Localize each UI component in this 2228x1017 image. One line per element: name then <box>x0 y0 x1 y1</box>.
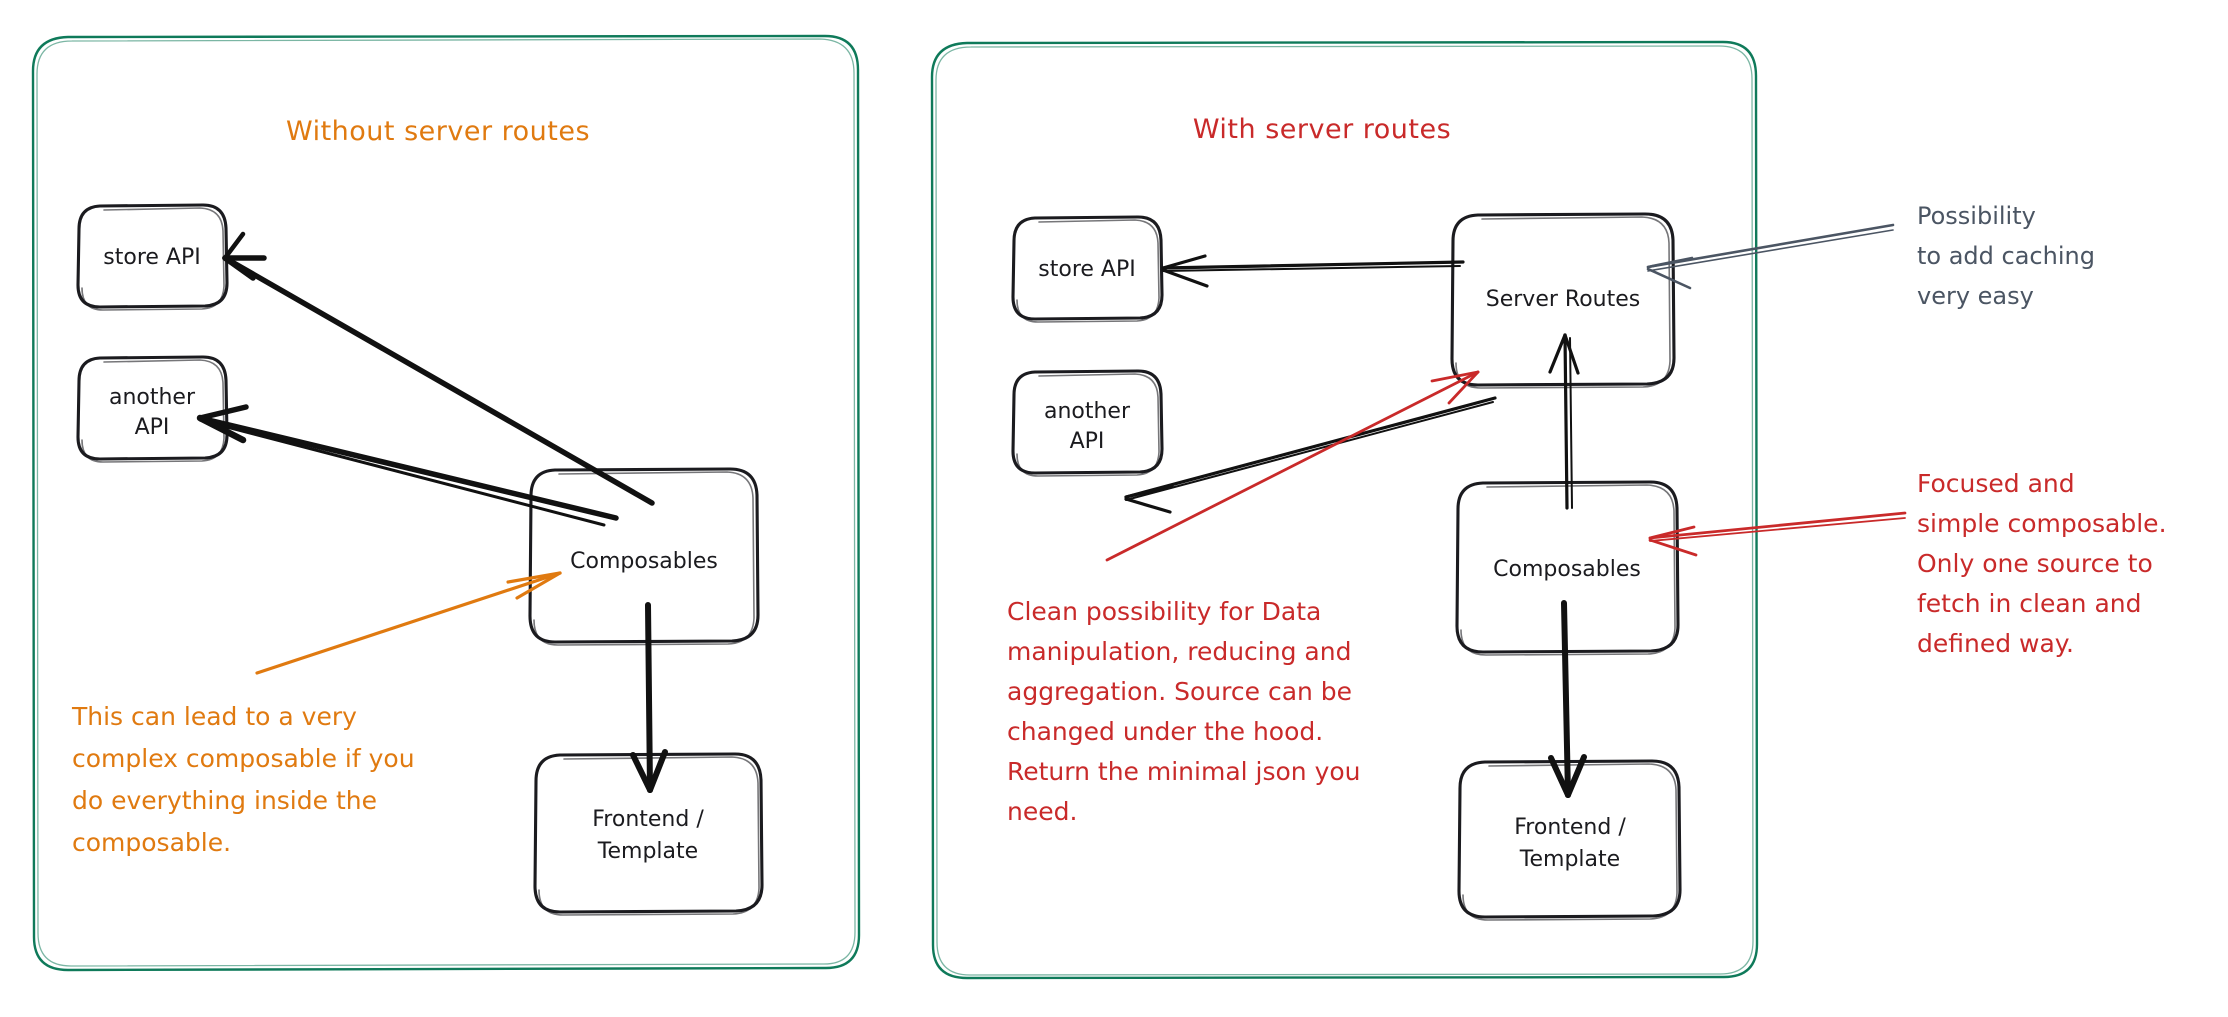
annotation-line: changed under the hood. <box>1007 717 1323 746</box>
node-another-api-2[interactable]: another API <box>1011 369 1164 477</box>
annotation-line: Return the minimal json you <box>1007 757 1361 786</box>
annotation-line: Focused and <box>1917 469 2075 498</box>
annotation-line: simple composable. <box>1917 509 2167 538</box>
annotation-line: Possibility <box>1917 202 2036 230</box>
node-outline <box>1450 212 1676 387</box>
node-outline <box>533 752 764 914</box>
arrow-composables-to-store-api <box>222 231 655 506</box>
node-composables[interactable]: Composables <box>528 467 760 646</box>
node-frontend-template-2[interactable]: Frontend / Template <box>1457 759 1682 921</box>
panel-title-right: With server routes <box>1193 114 1451 145</box>
annotation-line: fetch in clean and <box>1917 589 2141 618</box>
annotation-line: to add caching <box>1917 242 2095 270</box>
arrow-red-callout-composables <box>1648 511 1907 557</box>
annotation-data-manipulation: Clean possibility for Data manipulation,… <box>1007 597 1361 826</box>
annotation-line: composable. <box>72 828 231 857</box>
node-label-line2: Template <box>1519 847 1620 872</box>
node-label-line1: Frontend / <box>1514 815 1626 840</box>
panel-border <box>930 40 1759 980</box>
node-outline-sketch <box>81 359 225 463</box>
node-label: Composables <box>1493 557 1641 582</box>
arrow-server-routes-to-store-api <box>1161 254 1465 288</box>
arrow-composables-to-another-api <box>196 404 619 527</box>
node-outline <box>1011 215 1164 321</box>
annotation-line: Only one source to <box>1917 549 2153 578</box>
node-another-api[interactable]: another API <box>76 355 229 463</box>
node-outline-sketch <box>1455 216 1671 389</box>
arrow-composables-to-frontend-2 <box>1548 600 1587 798</box>
node-label: store API <box>1038 257 1135 282</box>
panel-border <box>31 34 861 972</box>
node-label-line2: API <box>135 415 170 440</box>
arrow-composables-to-frontend <box>630 602 668 793</box>
node-composables-2[interactable]: Composables <box>1455 480 1680 656</box>
node-outline-sketch <box>1460 484 1676 656</box>
node-outline <box>76 355 229 461</box>
annotation-complex-composable: This can lead to a very complex composab… <box>71 702 415 857</box>
panel-with-server-routes <box>930 40 1759 980</box>
annotation-line: do everything inside the <box>72 786 377 815</box>
annotation-line: need. <box>1007 797 1077 826</box>
node-frontend-template[interactable]: Frontend / Template <box>533 752 764 916</box>
node-label-line1: another <box>1044 399 1131 424</box>
node-outline-sketch <box>533 471 755 646</box>
annotation-line: aggregation. Source can be <box>1007 677 1352 706</box>
node-outline-sketch <box>1016 219 1160 323</box>
annotation-line: This can lead to a very <box>71 702 357 731</box>
node-store-api-2[interactable]: store API <box>1011 215 1164 323</box>
node-outline <box>76 203 229 309</box>
node-server-routes[interactable]: Server Routes <box>1450 212 1676 389</box>
panel-title-left: Without server routes <box>286 116 590 147</box>
node-label: Server Routes <box>1486 287 1640 312</box>
node-label: store API <box>103 245 200 270</box>
node-outline-sketch <box>81 207 225 311</box>
node-outline <box>528 467 760 644</box>
arrow-server-routes-to-another-api <box>1124 396 1497 514</box>
annotation-line: defined way. <box>1917 629 2074 658</box>
arrow-gray-caching-callout <box>1646 223 1895 290</box>
panel-border-sketch <box>935 45 1754 976</box>
node-outline <box>1457 759 1682 919</box>
node-label-line1: another <box>109 385 196 410</box>
node-outline-sketch <box>538 756 760 916</box>
node-label-line1: Frontend / <box>592 807 704 832</box>
annotation-line: complex composable if you <box>72 744 415 773</box>
node-outline-sketch <box>1462 763 1678 921</box>
node-label-line2: Template <box>597 839 698 864</box>
arrow-composables-to-server-routes <box>1548 333 1580 510</box>
annotation-caching: Possibility to add caching very easy <box>1917 202 2095 310</box>
arrow-red-callout-server-routes <box>1105 370 1480 562</box>
annotation-line: very easy <box>1917 282 2034 310</box>
node-label-line2: API <box>1070 429 1105 454</box>
node-outline <box>1455 480 1680 654</box>
annotation-line: Clean possibility for Data <box>1007 597 1321 626</box>
node-outline <box>1011 369 1164 475</box>
annotation-line: manipulation, reducing and <box>1007 637 1351 666</box>
panel-border-sketch <box>36 38 856 967</box>
node-label: Composables <box>570 549 718 574</box>
panel-without-server-routes <box>31 34 861 972</box>
annotation-focused-composable: Focused and simple composable. Only one … <box>1917 469 2167 658</box>
node-outline-sketch <box>1016 373 1160 477</box>
arrow-orange-callout-left <box>255 571 562 675</box>
node-store-api[interactable]: store API <box>76 203 229 311</box>
